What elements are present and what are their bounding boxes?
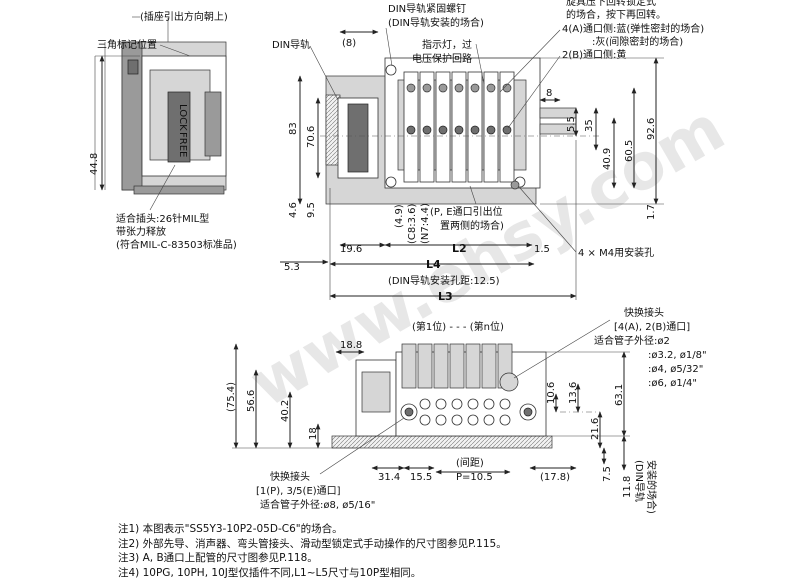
dim-8-left: (8) bbox=[342, 38, 356, 49]
dim-18: 18 bbox=[308, 427, 319, 440]
label-din-rail: DIN导轨 bbox=[272, 38, 310, 51]
label-port2b: 2(B)通口侧:黄 bbox=[562, 48, 626, 61]
label-tube-od-2: :ø4, ø5/32" bbox=[648, 364, 703, 375]
dim-92-6: 92.6 bbox=[646, 118, 657, 140]
label-triangle-mark: 三角标记位置 bbox=[97, 38, 157, 51]
dim-1-7: 1.7 bbox=[646, 204, 657, 220]
dim-L2: L2 bbox=[452, 242, 467, 255]
dim-c8: (C8:3.6) bbox=[407, 203, 418, 244]
dim-9-5: 9.5 bbox=[306, 202, 317, 218]
dim-40-9: 40.9 bbox=[602, 148, 613, 170]
dim-40-2: 40.2 bbox=[280, 400, 291, 422]
label-pitch: (间距) bbox=[456, 456, 484, 469]
dim-5-3: 5.3 bbox=[284, 262, 300, 273]
label-port4a-2: :灰(间隙密封的场合) bbox=[592, 35, 683, 48]
label-free: FREE bbox=[177, 132, 188, 157]
dim-4-6: 4.6 bbox=[288, 202, 299, 218]
dim-n7: (N7:4.4) bbox=[420, 203, 431, 244]
dim-15-5: 15.5 bbox=[410, 472, 432, 483]
notes-block: 注1) 本图表示"SS5Y3-10P2-05D-C6"的场合。 注2) 外部先导… bbox=[118, 522, 778, 580]
label-plug-2: 带张力释放 bbox=[116, 225, 166, 238]
label-rotate-1: 旋具压下回转锁定式 bbox=[566, 0, 656, 8]
dim-70-6: 70.6 bbox=[306, 126, 317, 148]
label-port4a-1: 4(A)通口侧:蓝(弹性密封的场合) bbox=[562, 22, 704, 35]
dim-17-8: (17.8) bbox=[540, 472, 570, 483]
note-3: 注3) A, B通口上配管的尺寸图参见P.118。 bbox=[118, 551, 778, 566]
label-tube-od-title: 适合管子外径:ø2 bbox=[594, 334, 670, 347]
dim-56-6: 56.6 bbox=[246, 390, 257, 412]
note-1: 注1) 本图表示"SS5Y3-10P2-05D-C6"的场合。 bbox=[118, 522, 778, 537]
label-connector-direction: (插座引出方向朝上) bbox=[140, 10, 228, 23]
label-lock: LOCK bbox=[177, 104, 188, 131]
label-din-rail-vertical-1: (DIN导轨 bbox=[633, 460, 646, 502]
dim-L3: L3 bbox=[438, 290, 453, 303]
label-quick-fitting-bottom: 快换接头 bbox=[270, 470, 310, 483]
dim-8-right: 8 bbox=[546, 88, 552, 99]
dim-75-4: (75.4) bbox=[226, 382, 237, 412]
dim-44-8: 44.8 bbox=[89, 153, 100, 175]
label-pe-port-1: (P, E通口引出位 bbox=[430, 205, 503, 218]
dim-4-9: (4.9) bbox=[394, 204, 405, 228]
dim-21-6: 21.6 bbox=[590, 418, 601, 440]
label-indicator-1: 指示灯，过 bbox=[422, 38, 472, 51]
front-valve-stations bbox=[402, 344, 512, 388]
label-mount-hole: 4 × M4用安装孔 bbox=[578, 246, 654, 259]
dim-1-5: 1.5 bbox=[534, 244, 550, 255]
dim-18-8: 18.8 bbox=[340, 340, 362, 351]
dim-83: 83 bbox=[288, 122, 299, 135]
label-indicator-2: 电压保护回路 bbox=[412, 52, 472, 65]
dim-10-6: 10.6 bbox=[546, 382, 557, 404]
label-quick-fitting-top: 快换接头 bbox=[624, 306, 664, 319]
label-tube-od-bottom: 适合管子外径:ø8, ø5/16" bbox=[260, 498, 375, 511]
dim-60-5: 60.5 bbox=[624, 140, 635, 162]
label-tube-od-1: :ø3.2, ø1/8" bbox=[648, 350, 707, 361]
label-pe-port-2: 置两侧的场合) bbox=[440, 219, 504, 232]
label-din-rail-vertical-2: 安装的场合) bbox=[645, 460, 658, 514]
front-view bbox=[332, 344, 600, 448]
dim-11-8: 11.8 bbox=[622, 476, 633, 498]
dim-19-6: 19.6 bbox=[340, 244, 362, 255]
dim-pitch-value: P=10.5 bbox=[456, 472, 493, 483]
label-din-screw-2: (DIN导轨安装的场合) bbox=[388, 16, 484, 29]
label-din-screw-1: DIN导轨紧固螺钉 bbox=[388, 2, 466, 15]
dim-31-4: 31.4 bbox=[378, 472, 400, 483]
dim-63-1: 63.1 bbox=[614, 384, 625, 406]
label-station: (第1位) - - - (第n位) bbox=[412, 320, 504, 333]
note-4: 注4) 10PG, 10PH, 10J型仅插件不同,L1~L5尺寸与10P型相同… bbox=[118, 566, 778, 580]
dim-13-6: 13.6 bbox=[568, 382, 579, 404]
valve-stations bbox=[404, 72, 514, 182]
dim-L4: L4 bbox=[426, 258, 441, 271]
label-plug-3: (符合MIL-C-83503标准品) bbox=[116, 238, 237, 251]
note-2: 注2) 外部先导、消声器、弯头管接头、滑动型锁定式手动操作的尺寸图参见P.115… bbox=[118, 537, 778, 552]
label-tube-od-3: :ø6, ø1/4" bbox=[648, 378, 697, 389]
label-port1p: [1(P), 3/5(E)通口] bbox=[256, 485, 341, 497]
dim-5-5: 5.5 bbox=[566, 116, 577, 132]
label-port4a2b: [4(A), 2(B)通口] bbox=[614, 321, 690, 333]
label-plug-1: 适合插头:26针MIL型 bbox=[116, 212, 209, 225]
dim-7-5: 7.5 bbox=[602, 466, 613, 482]
label-rotate-2: 的场合，按下再回转。 bbox=[566, 8, 666, 21]
dim-35: 35 bbox=[584, 119, 595, 132]
label-din-pitch: (DIN导轨安装孔距:12.5) bbox=[388, 274, 500, 287]
